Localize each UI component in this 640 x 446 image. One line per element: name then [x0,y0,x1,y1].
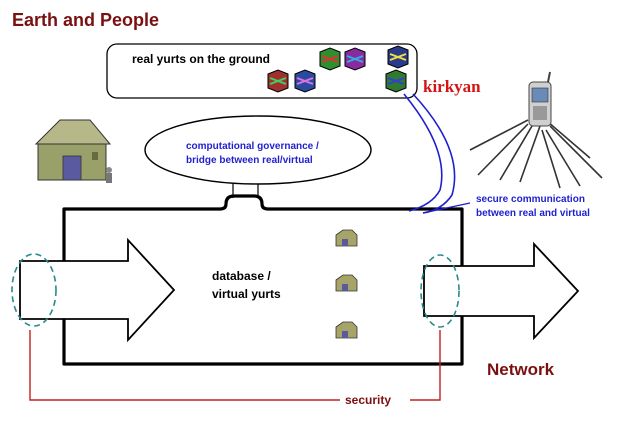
database-box [62,194,464,366]
yurt-building-icon [34,119,112,183]
real-yurt-icons [267,45,409,93]
security-line [29,330,441,401]
right-arrow [423,241,580,341]
database-label-line1: database / [212,269,271,283]
right-dashed-loop [420,254,460,328]
secure-pointer [422,202,471,214]
governance-label-line2: bridge between real/virtual [186,155,313,166]
left-arrow [19,237,176,343]
real-yurt-icon [319,47,341,71]
left-dashed-loop [11,253,57,327]
secure-connector-1 [403,93,443,212]
virtual-yurt-icon [335,229,358,247]
governance-label-line1: computational governance / [186,141,319,152]
spider-phone-icon [469,71,603,189]
database-label-line2: virtual yurts [212,287,281,301]
real-yurt-icon [294,69,316,93]
virtual-yurt-icon [335,274,358,292]
diagram-title: Earth and People [12,10,160,30]
real-yurt-icon [385,69,407,93]
real-yurt-icon [344,47,366,71]
real-yurt-icon [267,69,289,93]
security-label: security [345,393,392,407]
network-label: Network [487,360,555,379]
virtual-yurt-icon [335,321,358,339]
secure-connector-2 [412,93,456,214]
governance-connector [232,184,259,198]
kirkyan-label: kirkyan [423,77,481,96]
virtual-yurt-icons [335,229,358,339]
secure-communication-line1: secure communication [476,194,585,205]
real-yurt-icon [387,45,409,69]
secure-communication-line2: between real and virtual [476,208,590,219]
real-yurts-label: real yurts on the ground [132,52,271,66]
